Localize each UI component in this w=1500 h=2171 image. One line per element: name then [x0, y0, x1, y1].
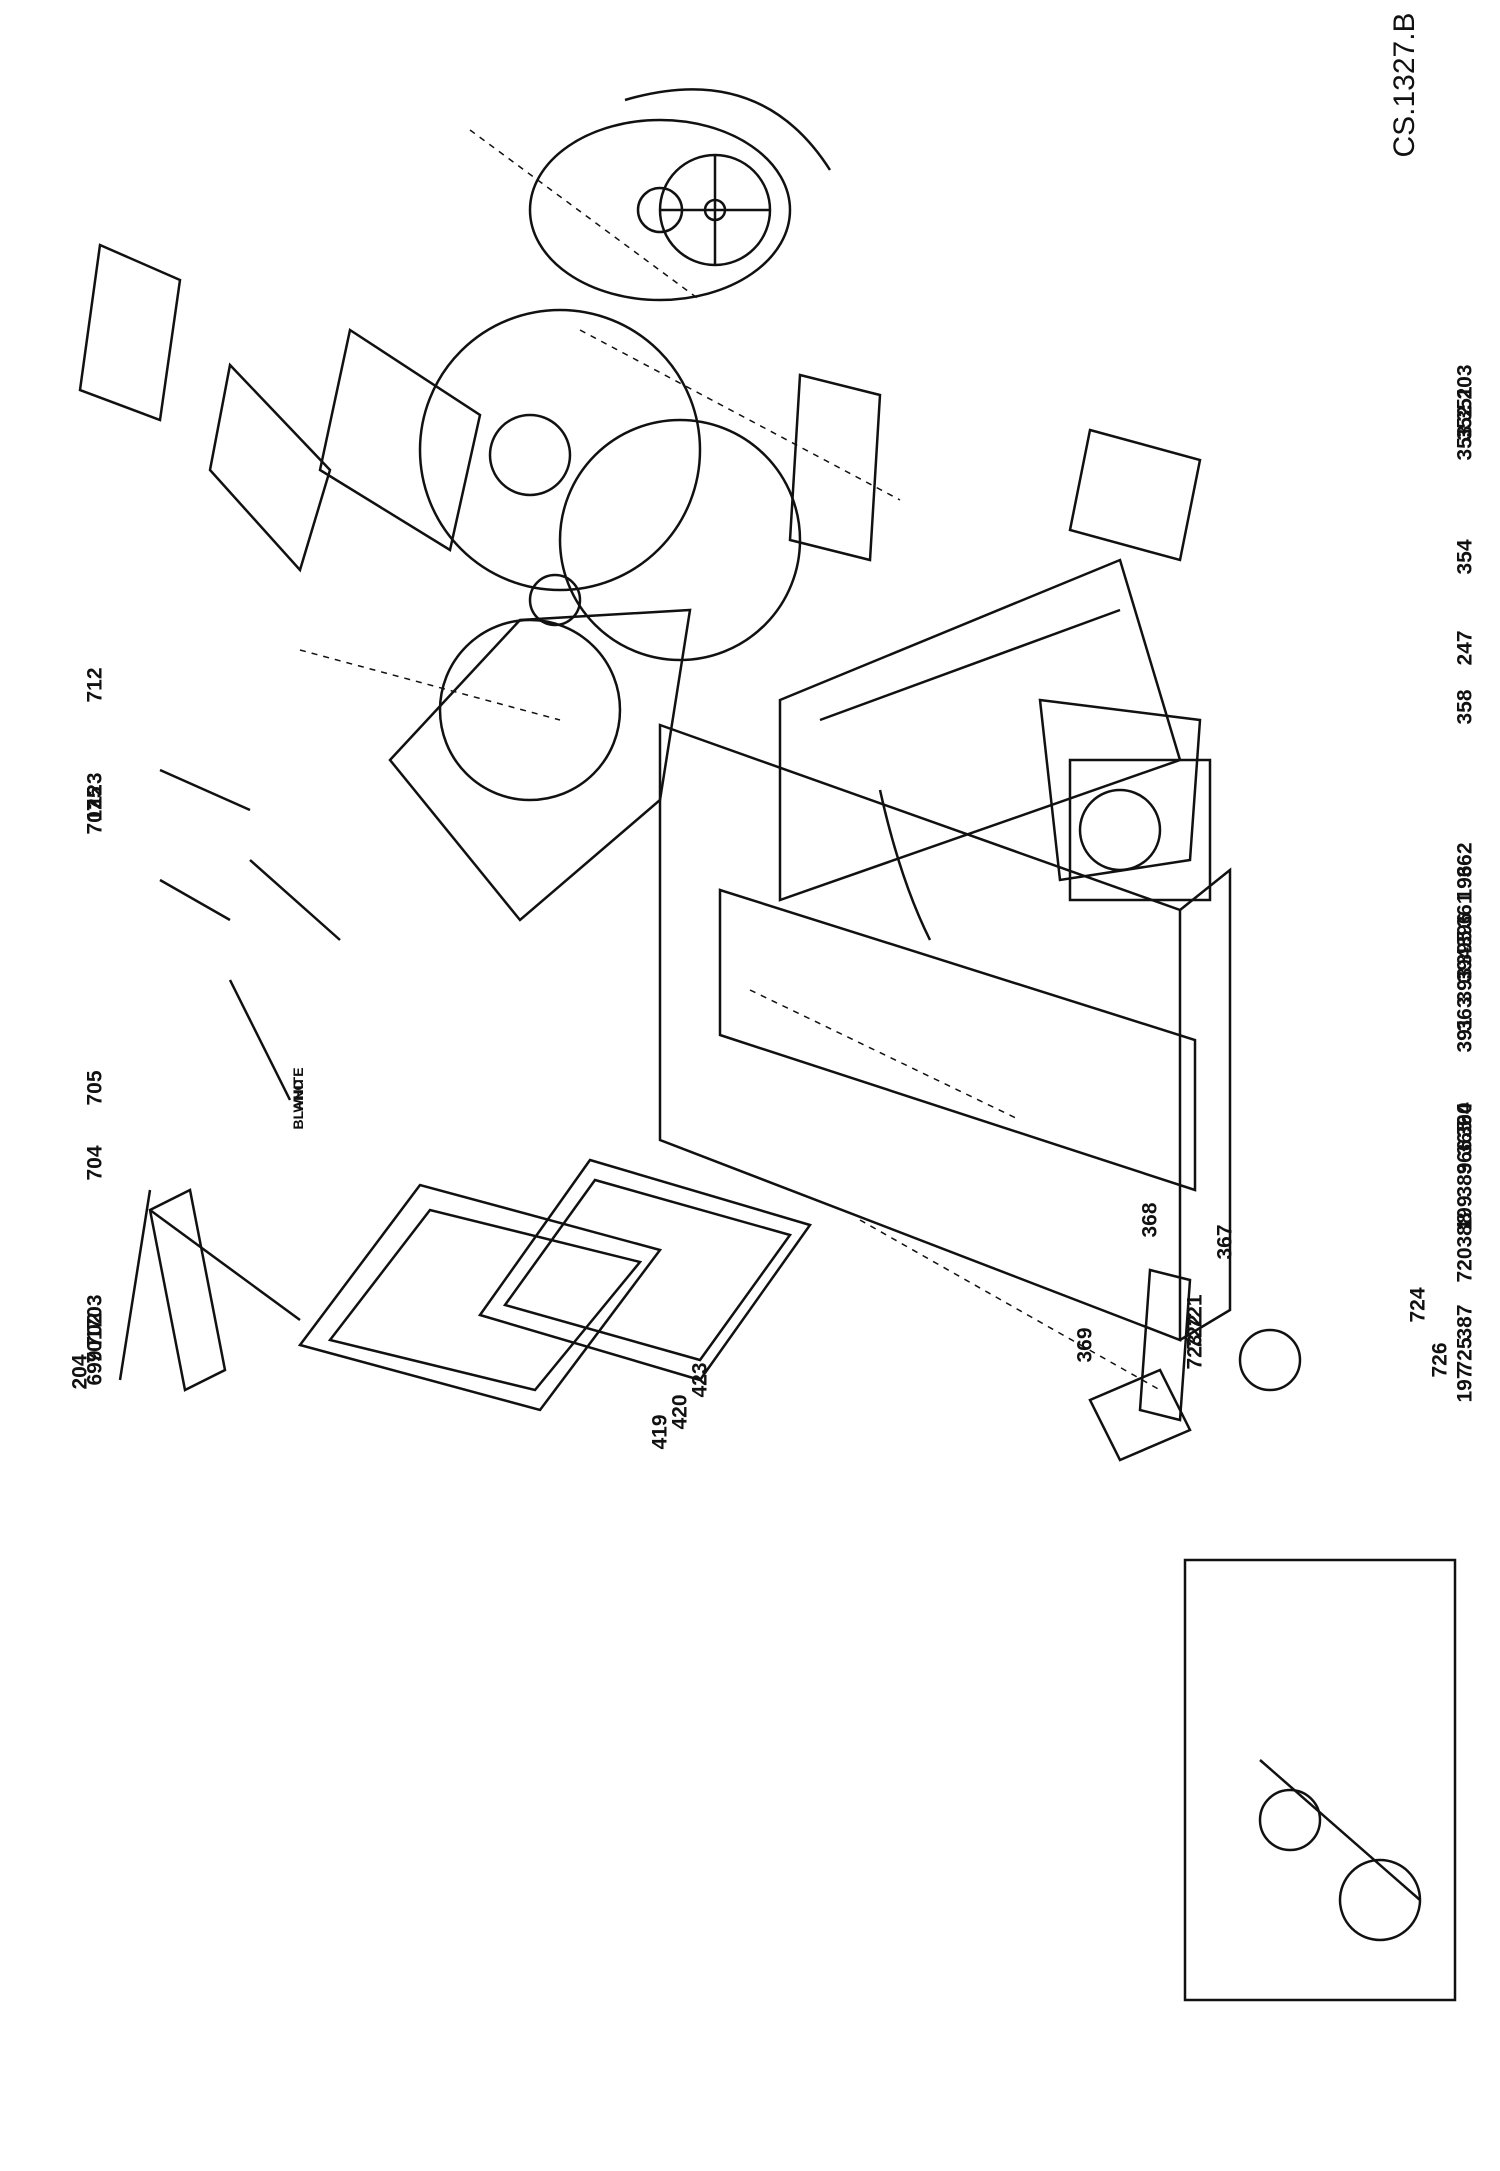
- part-label: 420: [668, 1394, 692, 1430]
- part-label: 197: [1453, 1367, 1477, 1403]
- shock-absorber-4: [159, 768, 251, 812]
- tub-cover: [528, 118, 792, 302]
- drive-belt: [624, 88, 832, 171]
- part-label: 368: [1138, 1202, 1162, 1238]
- part-label: 369: [1073, 1327, 1097, 1363]
- part-label: 724: [1406, 1287, 1430, 1323]
- shock-absorber-3: [159, 878, 231, 922]
- diagram-code: CS.1327.B: [1388, 12, 1421, 158]
- part-label: 388: [1453, 1212, 1477, 1248]
- timer-unit: [1068, 428, 1202, 562]
- motor: [1068, 758, 1212, 902]
- part-label: 703: [83, 1294, 107, 1330]
- part-label: 726: [1428, 1342, 1452, 1378]
- part-label: 358: [1453, 689, 1477, 725]
- pump: [1088, 1368, 1192, 1462]
- tub-front: [388, 608, 692, 922]
- drain-hose: [878, 789, 932, 941]
- part-label: 419: [648, 1414, 672, 1450]
- control-panel: [148, 1188, 227, 1392]
- part-label: 367: [1213, 1224, 1237, 1260]
- part-label: 712: [83, 667, 107, 703]
- top-lid: [78, 243, 182, 422]
- fascia: [118, 1189, 152, 1381]
- part-label: 704: [83, 1145, 107, 1181]
- part-label: 720: [1453, 1247, 1477, 1283]
- plinth: [1138, 1268, 1192, 1422]
- cabinet-side: [1179, 867, 1232, 1342]
- part-label: 389: [1453, 1162, 1477, 1198]
- part-label: 705: [83, 1070, 107, 1106]
- inset-text-white: WHITE: [290, 1067, 306, 1113]
- shock-absorber-1: [228, 979, 292, 1101]
- part-label: 354: [1453, 539, 1477, 575]
- part-label: 123: [83, 772, 107, 808]
- door-frame-inner: [477, 1158, 813, 1382]
- part-label: 396: [1453, 912, 1477, 948]
- drum-outer: [418, 308, 702, 592]
- part-label: 423: [688, 1362, 712, 1398]
- part-label: 390: [1453, 1102, 1477, 1138]
- part-label: 353: [1453, 425, 1477, 461]
- door-frame-outer: [297, 1183, 663, 1412]
- part-label: 391: [1453, 1017, 1477, 1053]
- shock-absorber-2: [249, 859, 341, 941]
- heater: [788, 373, 882, 562]
- part-label: 387: [1453, 1304, 1477, 1340]
- counterweight: [1038, 698, 1202, 882]
- side-panel: [718, 888, 1197, 1192]
- detergent-drawer: [208, 362, 332, 573]
- mechanism-inset: [1183, 1558, 1457, 2002]
- drum-rear: [558, 418, 802, 662]
- part-label: 247: [1453, 630, 1477, 666]
- part-label: 723: [1183, 1334, 1207, 1370]
